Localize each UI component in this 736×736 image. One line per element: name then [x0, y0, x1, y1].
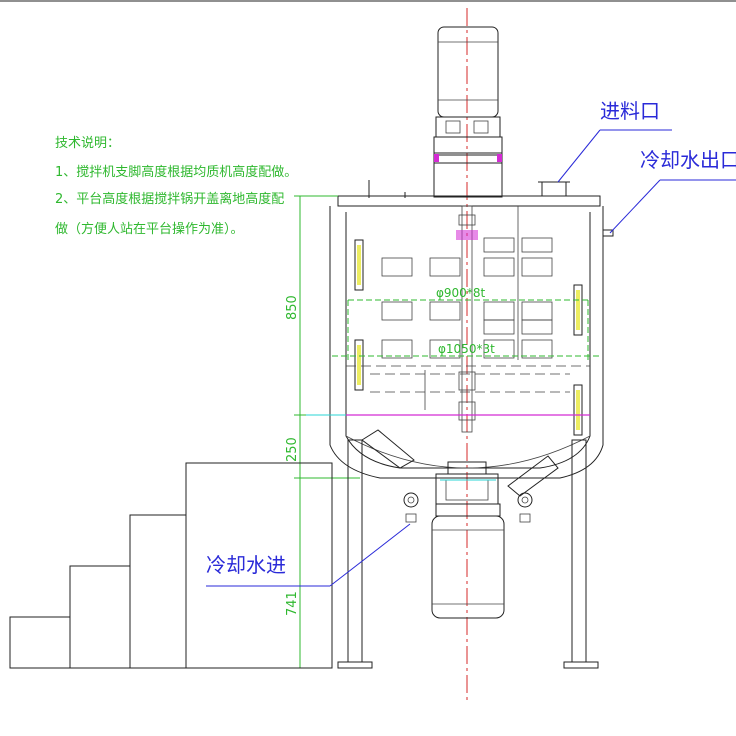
- dashed-frame: [346, 365, 590, 421]
- mid-height-label: 250: [285, 437, 300, 462]
- operator-platform: [9, 462, 333, 669]
- left-leg: [347, 439, 363, 663]
- support-legs: [337, 439, 599, 669]
- cooling-water-inlet: 冷却水进: [206, 523, 411, 587]
- step-2: [69, 565, 131, 669]
- right-foot: [563, 661, 599, 669]
- top-coupling: [433, 136, 503, 156]
- cooling-inlet-label: 冷却水进: [206, 553, 286, 577]
- inner-diameter-label: φ900*8t: [436, 286, 485, 300]
- outer-diameter-label: φ1050*3t: [438, 342, 495, 356]
- top-motor-stand: [433, 162, 503, 198]
- diameter-dims: φ900*8t φ1050*3t: [300, 286, 602, 416]
- notes-line-2a: 2、平台高度根据搅拌锅开盖离地高度配: [55, 191, 284, 207]
- feed-inlet-label: 进料口: [600, 99, 660, 123]
- bottom-motor-body: [431, 515, 505, 619]
- cooling-outlet-leader: [609, 179, 661, 234]
- cooling-inlet-leader: [329, 523, 411, 587]
- notes-line-2b: 做（方便人站在平台操作为准）。: [55, 221, 244, 237]
- leg-height-label: 741: [285, 591, 300, 616]
- cooling-outlet-pipe: [602, 229, 614, 237]
- agitator-paddles: [381, 206, 553, 410]
- step-1: [9, 616, 71, 669]
- feed-inlet-pipe: [541, 181, 567, 197]
- height-dimensions: 850 250 741: [285, 195, 360, 669]
- feed-inlet: 进料口: [538, 99, 672, 197]
- notes-title: 技术说明：: [55, 136, 120, 151]
- vessel-outer-jacket: [329, 206, 604, 479]
- technical-notes: 技术说明： 1、搅拌机支脚高度根据均质机高度配做。 2、平台高度根据搅拌锅开盖离…: [55, 136, 297, 237]
- upper-height-label: 850: [285, 295, 300, 320]
- notes-line-1: 1、搅拌机支脚高度根据均质机高度配做。: [55, 164, 297, 180]
- cooling-outlet-label: 冷却水出口: [640, 148, 736, 172]
- top-motor: [433, 26, 503, 198]
- agitator-shaft: [461, 205, 473, 433]
- left-foot: [337, 661, 373, 669]
- cooling-water-outlet: 冷却水出口: [602, 148, 736, 237]
- top-motor-body: [437, 26, 499, 118]
- feed-inlet-leader: [557, 129, 601, 183]
- vessel-body: [329, 180, 604, 479]
- scraper-frames: [354, 239, 583, 497]
- step-3: [129, 514, 187, 669]
- bottom-homogenizer: [431, 461, 505, 619]
